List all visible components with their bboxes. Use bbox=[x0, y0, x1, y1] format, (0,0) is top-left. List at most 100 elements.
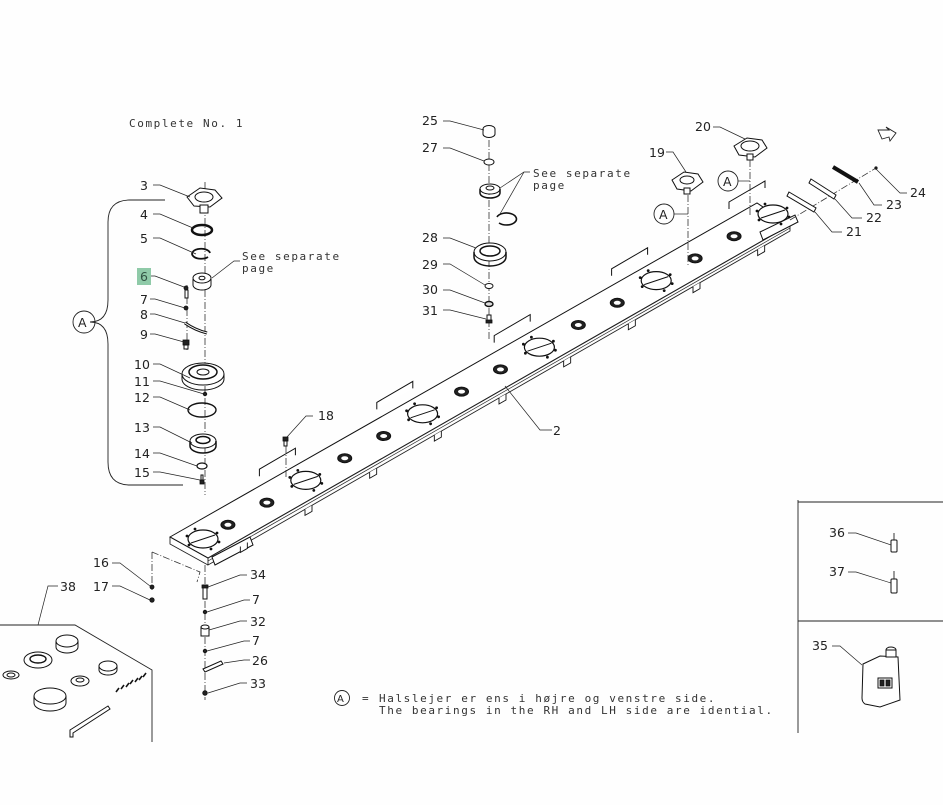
legend-danish: Halslejer er ens i højre og venstre side… bbox=[379, 692, 716, 705]
part-4-ring[interactable] bbox=[190, 223, 214, 237]
callout-2[interactable]: 2 bbox=[553, 423, 561, 438]
callout-25[interactable]: 25 bbox=[422, 113, 438, 128]
callout-22[interactable]: 22 bbox=[866, 210, 882, 225]
callout-29[interactable]: 29 bbox=[422, 257, 438, 272]
part-17-nut[interactable] bbox=[149, 597, 155, 603]
callout-21[interactable]: 21 bbox=[846, 224, 862, 239]
callout-38[interactable]: 38 bbox=[60, 579, 76, 594]
callout-23[interactable]: 23 bbox=[886, 197, 902, 212]
callout-24[interactable]: 24 bbox=[910, 185, 926, 200]
part-26-clip[interactable] bbox=[202, 660, 224, 673]
callout-20[interactable]: 20 bbox=[695, 119, 711, 134]
beam-tab bbox=[498, 394, 507, 405]
part-31-bolt[interactable] bbox=[485, 314, 493, 324]
callout-36[interactable]: 36 bbox=[829, 525, 845, 540]
callout-31[interactable]: 31 bbox=[422, 303, 438, 318]
callout-16[interactable]: 16 bbox=[93, 555, 109, 570]
callout-27[interactable]: 27 bbox=[422, 140, 438, 155]
part-30-washer[interactable] bbox=[484, 300, 494, 308]
callout-7-c[interactable]: 7 bbox=[252, 633, 260, 648]
callout-26[interactable]: 26 bbox=[252, 653, 268, 668]
part-23-spring[interactable] bbox=[831, 165, 860, 184]
callout-30[interactable]: 30 bbox=[422, 282, 438, 297]
callout-12[interactable]: 12 bbox=[134, 390, 150, 405]
callout-17[interactable]: 17 bbox=[93, 579, 109, 594]
part-38-seal-kit[interactable]: 38 bbox=[0, 579, 153, 742]
legend: A = Halslejer er ens i højre og venstre … bbox=[334, 690, 774, 717]
callout-32[interactable]: 32 bbox=[250, 614, 266, 629]
legend-marker-circle bbox=[334, 690, 350, 706]
part-21-rod[interactable] bbox=[786, 191, 817, 213]
part-25-cap[interactable] bbox=[482, 125, 496, 138]
part-3-housing[interactable] bbox=[186, 187, 223, 214]
part-9-nipple[interactable] bbox=[182, 339, 190, 350]
callout-5[interactable]: 5 bbox=[140, 231, 148, 246]
callout-6[interactable]: 6 bbox=[140, 269, 148, 284]
see-separate-note-2: See separate bbox=[533, 167, 632, 180]
callout-33[interactable]: 33 bbox=[250, 676, 266, 691]
beam-tab bbox=[239, 542, 248, 554]
legend-equals: = bbox=[362, 692, 370, 705]
part-2-beam[interactable] bbox=[168, 180, 799, 566]
legend-english: The bearings in the RH and LH side are i… bbox=[379, 704, 774, 717]
part-37-tube[interactable] bbox=[890, 571, 898, 594]
callout-35[interactable]: 35 bbox=[812, 638, 828, 653]
part-24-pin[interactable] bbox=[874, 166, 878, 170]
beam-flange bbox=[376, 380, 414, 410]
part-12-oring[interactable] bbox=[187, 402, 217, 418]
part-20-housing[interactable] bbox=[733, 137, 768, 161]
callout-15[interactable]: 15 bbox=[134, 465, 150, 480]
beam-tab bbox=[563, 356, 572, 368]
legend-marker: A bbox=[337, 694, 344, 705]
callout-3[interactable]: 3 bbox=[140, 178, 148, 193]
part-36-tube[interactable] bbox=[890, 533, 898, 553]
beam-tab bbox=[692, 282, 701, 294]
part-16-nut[interactable] bbox=[149, 584, 155, 590]
part-34-bolt[interactable] bbox=[201, 584, 209, 600]
part-6-bolt[interactable] bbox=[183, 285, 189, 299]
center-circlip[interactable] bbox=[496, 212, 518, 226]
part-27-washer[interactable] bbox=[483, 158, 495, 166]
part-7-washer-b[interactable] bbox=[202, 609, 208, 615]
part-13-bearing[interactable] bbox=[189, 433, 217, 454]
callout-8[interactable]: 8 bbox=[140, 307, 148, 322]
callout-9[interactable]: 9 bbox=[140, 327, 148, 342]
part-15-bolt[interactable] bbox=[199, 474, 205, 485]
callout-13[interactable]: 13 bbox=[134, 420, 150, 435]
callout-4[interactable]: 4 bbox=[140, 207, 148, 222]
see-separate-note-1: See separate bbox=[242, 250, 341, 263]
callout-37[interactable]: 37 bbox=[829, 564, 845, 579]
part-10-cover[interactable] bbox=[181, 362, 225, 391]
callout-10[interactable]: 10 bbox=[134, 357, 150, 372]
callout-7[interactable]: 7 bbox=[140, 292, 148, 307]
callout-34[interactable]: 34 bbox=[250, 567, 266, 582]
part-7-washer-c[interactable] bbox=[202, 648, 208, 654]
part-33-nut[interactable] bbox=[202, 690, 208, 696]
part-29-oring[interactable] bbox=[484, 283, 494, 289]
diagram-title: Complete No. 1 bbox=[129, 117, 244, 130]
part-14-washer[interactable] bbox=[196, 462, 208, 470]
part-19-housing[interactable] bbox=[671, 171, 704, 195]
beam-tab bbox=[369, 468, 378, 479]
callout-11[interactable]: 11 bbox=[134, 374, 150, 389]
callout-28[interactable]: 28 bbox=[422, 230, 438, 245]
center-bearing[interactable] bbox=[479, 183, 501, 199]
beam-flange bbox=[493, 313, 531, 343]
part-35-oil-can[interactable] bbox=[861, 646, 901, 708]
callout-14[interactable]: 14 bbox=[134, 446, 150, 461]
part-28-seal[interactable] bbox=[473, 242, 507, 267]
group-marker-a-2: A bbox=[659, 207, 668, 222]
callout-19[interactable]: 19 bbox=[649, 145, 665, 160]
part-18-bolt[interactable] bbox=[282, 436, 289, 447]
part-6-bearing[interactable] bbox=[192, 272, 212, 291]
part-8-pipe[interactable] bbox=[184, 321, 208, 335]
right-top-parts: A A 19 20 21 22 23 24 bbox=[649, 119, 926, 265]
callout-7-b[interactable]: 7 bbox=[252, 592, 260, 607]
beam-tab bbox=[304, 505, 313, 517]
beam-flange bbox=[611, 246, 649, 276]
part-32-spacer[interactable] bbox=[200, 624, 210, 637]
callout-18[interactable]: 18 bbox=[318, 408, 334, 423]
part-22-rod[interactable] bbox=[808, 178, 837, 200]
group-marker-a: A bbox=[78, 315, 87, 330]
beam-tab bbox=[433, 431, 442, 442]
